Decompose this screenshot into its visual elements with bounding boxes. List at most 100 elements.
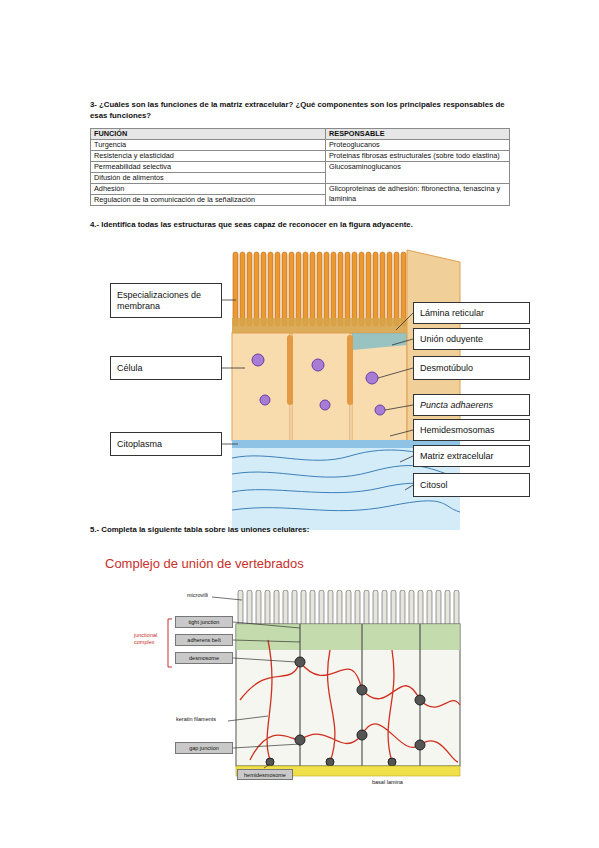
junction [287,335,293,405]
organelle [312,359,324,371]
table-cell: Proteoglucanos [326,140,510,151]
organelle [260,395,270,405]
box-text: Lámina reticular [420,308,484,319]
question-text: 3- ¿Cuáles son las funciones de la matri… [90,99,515,121]
leader-line [222,368,245,369]
box-text: gap junction [189,745,219,751]
leader-line [400,456,413,462]
box-text: Matriz extracelular [420,451,494,462]
leader-line [233,640,300,642]
leader-line [222,300,236,301]
leader-line [264,764,270,768]
cell-text: FUNCIÓN [94,129,127,138]
function-table: FUNCIÓN RESPONSABLE Turgencia Proteoglucano… [90,128,510,206]
label-box: Puncta adhaerens [413,394,530,416]
box-text: Puncta adhaerens [420,400,493,411]
table-cell: Permeabilidad selectiva [91,162,326,173]
leader-lines [222,300,413,490]
label-box: Citosol [413,473,530,497]
table-cell: Difusión de alimentos [91,173,326,184]
table-cell: Adhesión [91,184,326,195]
desmosome-dot [295,657,305,667]
cell-top-face [352,333,407,350]
hemidesmosome-dot [266,758,274,766]
box-text: Desmotúbulo [420,363,473,374]
leader-line [212,597,242,600]
label-box: Citoplasma [110,432,222,456]
label-box: Desmotúbulo [413,356,530,380]
cell-text: Resistencia y elasticidad [94,151,174,160]
box-text: Unión oduyente [420,334,483,345]
keratin-filaments [240,640,460,762]
junction-tag: hemidesmosome [237,769,293,780]
box-text: Citosol [420,480,448,491]
box-text: adherens belt [187,637,220,643]
terminal-web [232,318,407,334]
table-row: Turgencia Proteoglucanos [91,140,510,151]
organelle [375,405,385,415]
box-text: Célula [117,363,143,374]
junction [347,335,353,405]
desmosome-dot [295,735,305,745]
box-text: Especializaciones de membrana [117,290,215,312]
leader-line [228,716,268,721]
part-name: keratin filaments [176,716,236,723]
leader-line [222,444,238,445]
cell-text: Turgencia [94,140,126,149]
microvilli-band [232,250,407,328]
leader-line [396,313,413,330]
table-cell: Glicoproteinas de adhesión: fibronectina… [326,184,510,206]
cell [352,333,407,441]
question-text: 5.- Completa la siguiente tabla sobre la… [90,524,515,535]
part-name: junctional complex [134,632,168,646]
bracket [168,619,172,667]
table-cell: Resistencia y elasticidad [91,151,326,162]
label-box: Célula [110,356,222,380]
leader-line [233,658,296,662]
table-cell: Glucosaminoglucanos [326,162,510,184]
hemidesmosome-dot [388,758,396,766]
leader-line [233,622,300,628]
box-text: hemidesmosome [244,772,286,778]
desmosomes [266,657,425,766]
cell-text: Proteoglucanos [329,140,380,149]
cell-borders [300,624,420,766]
junction-tag: gap junction [175,742,233,754]
microvilli-band [236,590,460,626]
question-text: 4.- Identifica todas las estructuras que… [90,219,530,230]
table-row: AdhesiónGlicoproteinas de adhesión: fibr… [91,184,510,195]
epithelium [236,624,460,766]
label-box: Matriz extracelular [413,445,530,467]
table-row: Regulación de la comunicación de la seña… [91,195,510,206]
junction-tag: desmosome [175,652,233,664]
desmosome-dot [415,695,425,705]
junction-tag: tight junction [175,616,233,628]
cell-text: Permeabilidad selectiva [94,162,171,171]
organelle [366,372,378,384]
part-name: basal lamina [372,779,432,786]
table-cell: Turgencia [91,140,326,151]
box-text: Hemidesmosomas [420,425,495,436]
leader-line [392,339,413,345]
cell-text: Difusión de alimentos [94,173,164,182]
desmosome-dot [357,685,367,695]
cell-text: RESPONSABLE [329,129,385,138]
label-box: Especializaciones de membrana [110,283,222,318]
cell-text: Proteinas fibrosas estructurales (sobre … [329,151,500,160]
label-box: Hemidesmosomas [413,419,530,441]
table-cell: Regulación de la comunicación de la seña… [91,195,326,206]
table-row: Difusión de alimentos [91,173,510,184]
leader-line [390,430,413,436]
leader-line [405,485,413,490]
organelle [252,354,264,366]
junction-tag: adherens belt [175,634,233,646]
leader-line [385,405,413,410]
leader-line [233,744,300,748]
table-cell: FUNCIÓN [91,129,326,140]
cell-text: Regulación de la comunicación de la seña… [94,195,255,204]
box-text: desmosome [189,655,219,661]
part-name: microvilli [187,592,227,599]
table-row: Permeabilidad selectivaGlucosaminoglucan… [91,162,510,173]
desmosome-dot [415,740,425,750]
